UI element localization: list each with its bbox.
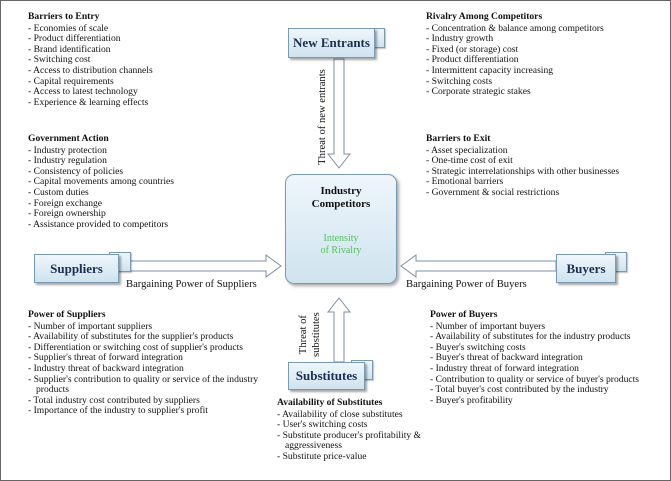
list-item: Switching cost: [28, 55, 153, 66]
power-of-suppliers-title: Power of Suppliers: [28, 309, 106, 320]
list-item: Intermittent capacity increasing: [426, 65, 604, 77]
center-title-line2: Competitors: [311, 198, 371, 210]
list-item: Government & social restrictions: [426, 187, 619, 199]
list-item: Access to latest technology: [28, 87, 153, 98]
list-item: Industry growth: [426, 34, 604, 45]
list-item: User's switching costs: [277, 420, 437, 431]
industry-competitors-title: Industry Competitors: [286, 185, 396, 211]
list-item: Emotional barriers: [426, 177, 619, 188]
power-of-buyers-title: Power of Buyers: [430, 309, 498, 320]
list-item: Capital requirements: [28, 76, 153, 88]
list-item: Corporate strategic stakes: [426, 87, 604, 98]
new-entrants-label: New Entrants: [293, 35, 370, 50]
buyers-box: Buyers: [556, 254, 616, 283]
list-item: Buyer's switching costs: [430, 342, 639, 354]
rivalry-among-competitors-title: Rivalry Among Competitors: [426, 11, 543, 22]
list-item: Capital movements among countries: [28, 177, 174, 188]
list-item: Total buyer's cost contributed by the in…: [430, 385, 639, 396]
threat-of-new-entrants-label: Threat of new entrants: [317, 69, 328, 165]
list-item: Availability of close substitutes: [277, 409, 437, 421]
list-item: Importance of the industry to supplier's…: [28, 406, 274, 417]
barriers-to-exit-title: Barriers to Exit: [426, 133, 491, 144]
threat-of-substitutes-line2: substitutes: [311, 312, 322, 357]
list-item: Supplier's threat of forward integration: [28, 353, 274, 364]
center-title-line1: Industry: [320, 185, 362, 197]
list-item: Contribution to quality or service of bu…: [430, 374, 639, 386]
list-item: Product differentiation: [28, 34, 153, 45]
list-item: Switching costs: [426, 76, 604, 88]
barriers-to-entry-title: Barriers to Entry: [28, 11, 100, 22]
list-item: Fixed (or storage) cost: [426, 44, 604, 56]
list-item: Number of important suppliers: [28, 321, 274, 333]
list-item: Industry protection: [28, 145, 174, 157]
substitutes-arrow: [326, 297, 352, 363]
list-item: Foreign exchange: [28, 198, 174, 210]
list-item: Number of important buyers: [430, 321, 639, 333]
barriers-to-entry-block: Barriers to Entry Economies of scale Pro…: [28, 11, 153, 109]
barriers-to-exit-block: Barriers to Exit Asset specialization On…: [426, 133, 620, 199]
list-item: Availability of substitutes for the indu…: [430, 332, 639, 343]
suppliers-label: Suppliers: [50, 260, 103, 276]
rivalry-line1: Intensity: [323, 233, 359, 244]
bargaining-power-suppliers-label: Bargaining Power of Suppliers: [126, 279, 257, 290]
list-item: Industry threat of backward integration: [28, 363, 274, 375]
availability-of-substitutes-title: Availability of Substitutes: [277, 397, 383, 408]
list-item: Industry regulation: [28, 156, 174, 167]
power-of-buyers-block: Power of Buyers Number of important buye…: [430, 309, 639, 407]
list-item: Strategic interrelationships with other …: [426, 166, 620, 178]
list-item: Supplier's contribution to quality or se…: [28, 374, 274, 396]
list-item: Access to distribution channels: [28, 65, 153, 77]
list-item: Buyer's profitability: [430, 395, 639, 407]
list-item: Asset specialization: [426, 145, 619, 157]
list-item: Assistance provided to competitors: [28, 219, 174, 231]
list-item: Product differentiation: [426, 55, 604, 66]
rivalry-line2: of Rivalry: [320, 245, 362, 256]
rivalry-among-competitors-block: Rivalry Among Competitors Concentration …: [426, 11, 604, 98]
substitutes-box: Substitutes: [288, 362, 365, 390]
list-item: Total industry cost contributed by suppl…: [28, 395, 274, 407]
new-entrants-arrow: [326, 58, 352, 169]
list-item: Consistency of policies: [28, 166, 174, 178]
threat-of-substitutes-line1: Threat of: [298, 315, 309, 355]
list-item: Substitute price-value: [277, 451, 437, 463]
list-item: Brand identification: [28, 44, 153, 56]
government-action-title: Government Action: [28, 133, 109, 144]
list-item: Economies of scale: [28, 23, 153, 35]
new-entrants-box: New Entrants: [288, 28, 375, 58]
list-item: Custom duties: [28, 187, 174, 199]
suppliers-arrow: [120, 254, 282, 278]
government-action-block: Government Action Industry protection In…: [28, 133, 174, 231]
power-of-suppliers-block: Power of Suppliers Number of important s…: [28, 309, 274, 417]
threat-of-substitutes-label: Threat of substitutes: [297, 312, 323, 357]
bargaining-power-buyers-label: Bargaining Power of Buyers: [406, 279, 527, 290]
list-item: Concentration & balance among competitor…: [426, 23, 604, 35]
list-item: Substitute producer's profitability & ag…: [277, 430, 437, 452]
buyers-arrow: [400, 254, 557, 278]
intensity-of-rivalry-label: Intensity of Rivalry: [286, 233, 396, 257]
list-item: One-time cost of exit: [426, 156, 619, 167]
list-item: Industry threat of forward integration: [430, 363, 639, 375]
list-item: Buyer's threat of backward integration: [430, 353, 639, 364]
availability-of-substitutes-block: Availability of Substitutes Availability…: [277, 397, 437, 463]
list-item: Availability of substitutes for the supp…: [28, 332, 274, 343]
industry-competitors-box: Industry Competitors Intensity of Rivalr…: [285, 174, 397, 284]
list-item: Differentiation or switching cost of sup…: [28, 342, 274, 354]
list-item: Foreign ownership: [28, 209, 174, 220]
buyers-label: Buyers: [566, 260, 606, 276]
suppliers-box: Suppliers: [34, 254, 119, 283]
list-item: Experience & learning effects: [28, 97, 153, 109]
substitutes-label: Substitutes: [295, 368, 358, 383]
